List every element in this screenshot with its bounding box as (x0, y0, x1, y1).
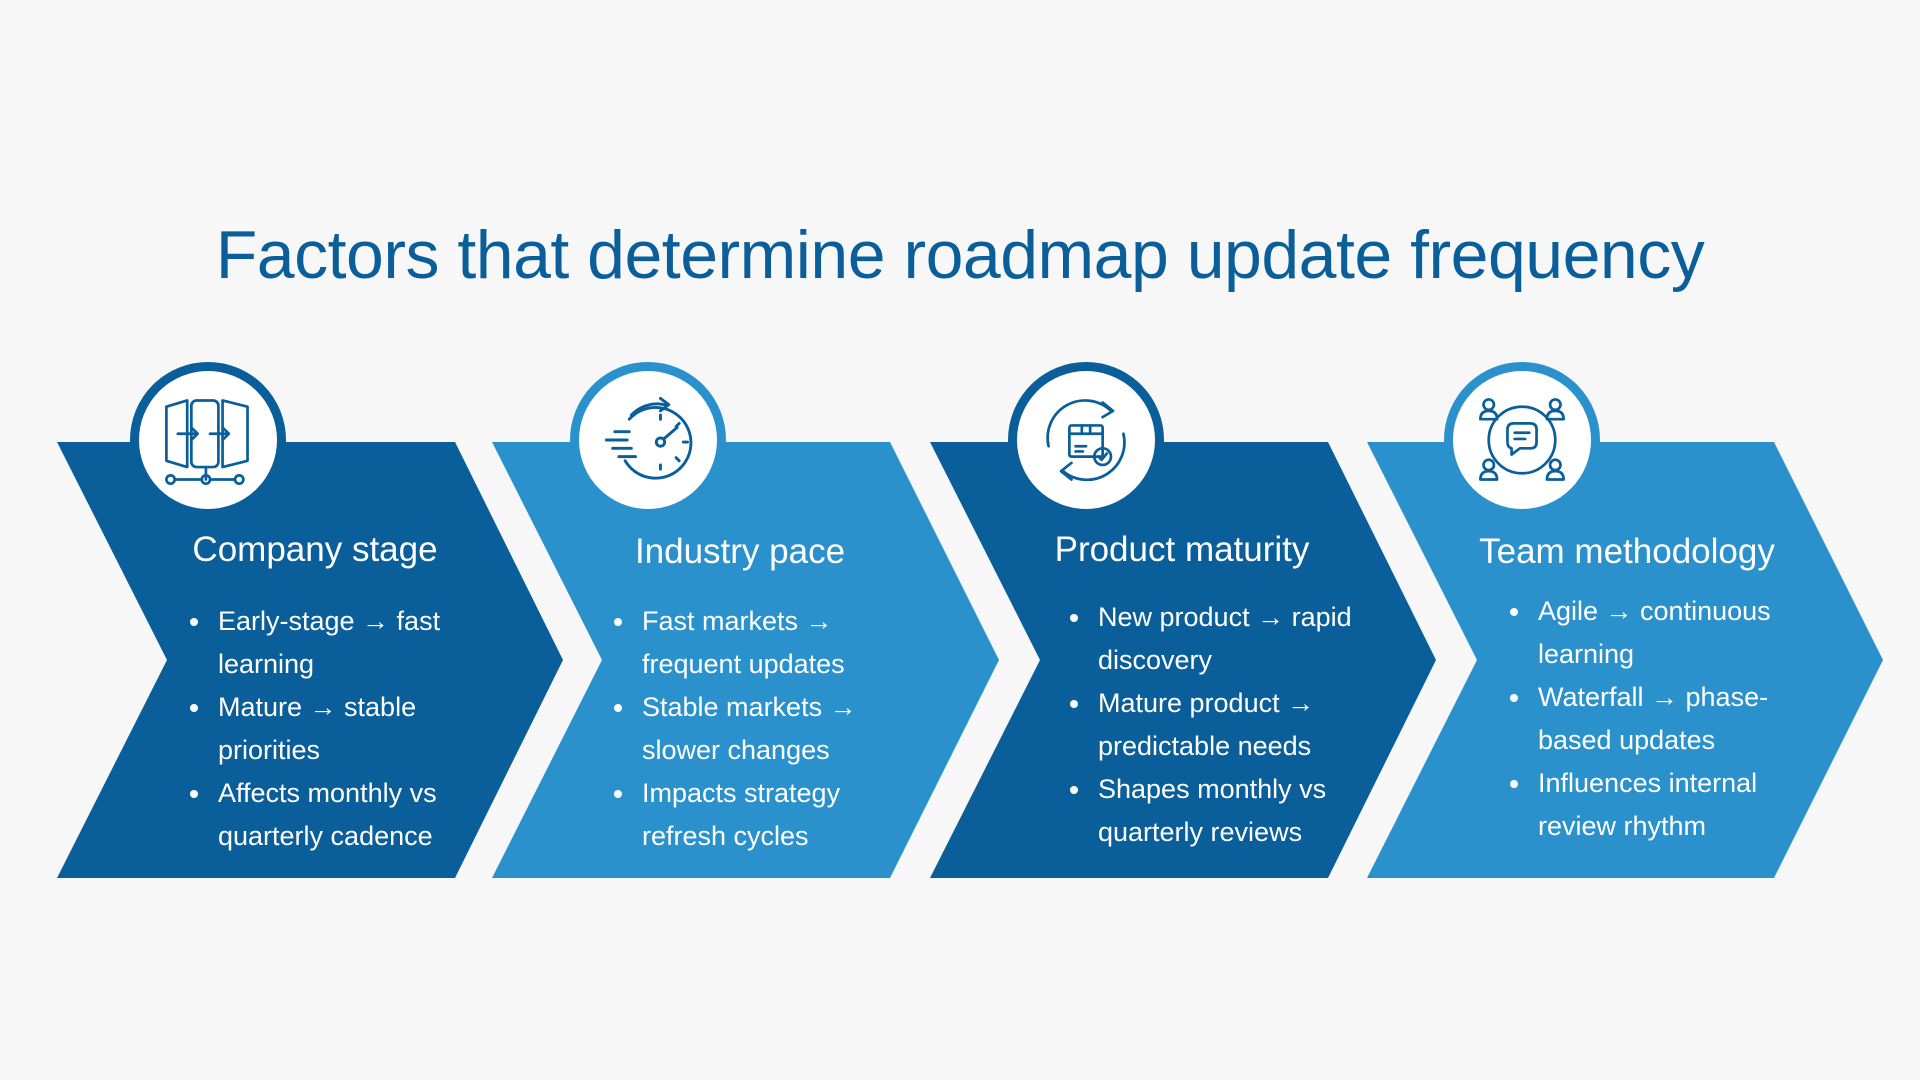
team-chat-icon (1479, 398, 1565, 481)
list-item: Fast markets → frequent updates (612, 600, 892, 686)
product-maturity-badge (1008, 362, 1164, 518)
list-item: Early-stage → fast learning (188, 600, 468, 686)
speedometer-icon (604, 396, 693, 480)
industry-pace-badge (570, 362, 726, 518)
chevron-product-maturity (930, 442, 1436, 878)
industry-pace-title: Industry pace (634, 532, 846, 571)
company-stage-badge (130, 362, 286, 518)
list-item: Shapes monthly vs quarterly reviews (1068, 768, 1358, 854)
panels-flow-icon (165, 399, 249, 486)
company-stage-bullets: Early-stage → fast learning Mature → sta… (188, 600, 468, 858)
chevron-company-stage (57, 442, 563, 878)
list-item: Mature product → predictable needs (1068, 682, 1358, 768)
list-item: Mature → stable priorities (188, 686, 468, 772)
industry-pace-bullets: Fast markets → frequent updates Stable m… (612, 600, 892, 858)
page-title: Factors that determine roadmap update fr… (215, 217, 1705, 293)
chevron-industry-pace (492, 442, 999, 878)
product-cycle-icon (1046, 399, 1126, 482)
list-item: New product → rapid discovery (1068, 596, 1358, 682)
chevron-team-methodology (1367, 442, 1883, 878)
list-item: Impacts strategy refresh cycles (612, 772, 892, 858)
team-methodology-badge (1444, 362, 1600, 518)
list-item: Affects monthly vs quarterly cadence (188, 772, 468, 858)
team-methodology-title: Team methodology (1479, 532, 1775, 571)
list-item: Waterfall → phase-based updates (1508, 676, 1783, 762)
list-item: Stable markets → slower changes (612, 686, 892, 772)
list-item: Influences internal review rhythm (1508, 762, 1783, 848)
list-item: Agile → continuous learning (1508, 590, 1783, 676)
team-methodology-bullets: Agile → continuous learning Waterfall → … (1508, 590, 1783, 848)
product-maturity-title: Product maturity (1054, 530, 1310, 569)
company-stage-title: Company stage (192, 530, 438, 569)
product-maturity-bullets: New product → rapid discovery Mature pro… (1068, 596, 1358, 854)
